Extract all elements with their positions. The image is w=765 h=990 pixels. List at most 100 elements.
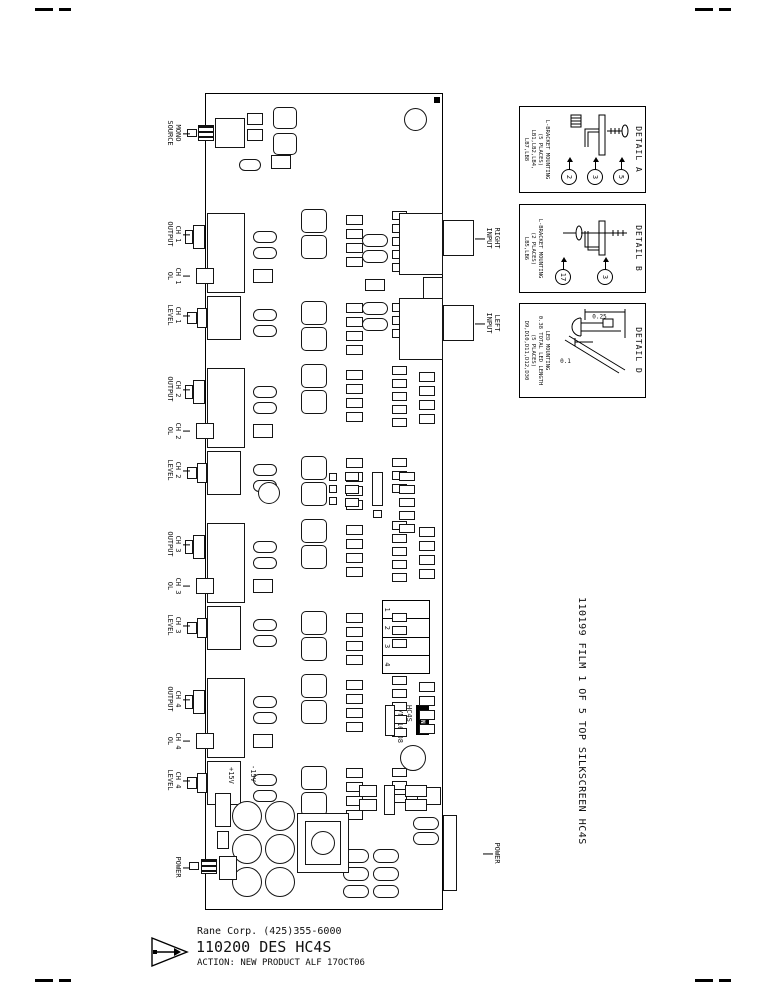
capacitor-pill: [253, 231, 277, 243]
capacitor-pill: [373, 849, 399, 863]
component-outline: [346, 722, 363, 732]
component-outline: [187, 777, 197, 789]
registration-mark: [695, 979, 713, 982]
component-outline: [329, 473, 337, 481]
component-outline: [217, 831, 229, 849]
registration-mark: [35, 8, 53, 11]
capacitor-body: [301, 209, 327, 233]
callout-3: 3: [597, 269, 613, 285]
pcb-silkscreen-drawing: 1 2 3 4 RANE HC4S P/N 16608 MONOSOURCECH…: [166, 93, 501, 910]
component-outline: [419, 696, 435, 706]
detail-b-title: DETAIL B: [634, 225, 643, 272]
component-outline: [207, 606, 241, 650]
capacitor-body: [301, 327, 327, 351]
component-outline: [392, 534, 407, 543]
rane-triangle-logo: [150, 936, 190, 972]
capacitor-pill: [413, 832, 439, 845]
component-outline: [373, 510, 382, 518]
component-outline: [405, 799, 427, 811]
detail-text-line: LB7,LB8: [523, 137, 529, 162]
capacitor-pill: [343, 885, 369, 898]
component-outline: [346, 627, 363, 637]
capacitor-body: [301, 611, 327, 635]
detail-text-line: LB1,LB2,LB4,: [530, 129, 536, 170]
capacitor-body: [301, 301, 327, 325]
component-outline: [346, 641, 363, 651]
capacitor-body: [301, 674, 327, 698]
component-outline: [392, 676, 407, 685]
capacitor-pill: [239, 159, 261, 171]
callout-5: 5: [613, 169, 629, 185]
capacitor-body: [301, 766, 327, 790]
detail-b-box: DETAIL B 3 17 L-BRACKET MOUNTING(2 PLACE…: [519, 204, 646, 293]
component-outline: [399, 472, 415, 481]
component-outline: [346, 303, 363, 313]
component-outline: [365, 279, 385, 291]
capacitor-body: [301, 364, 327, 388]
fiducial-mark: [434, 97, 440, 103]
coil-symbol: [201, 859, 217, 874]
capacitor-pill: [373, 867, 399, 881]
component-outline: [392, 613, 407, 622]
component-outline: [372, 472, 383, 506]
dimension-025: 0.25: [592, 313, 607, 321]
component-outline: [346, 768, 363, 778]
component-outline: [346, 613, 363, 623]
component-outline: [346, 567, 363, 577]
component-outline: [197, 463, 207, 483]
component-outline: [392, 405, 407, 414]
component-outline: [346, 655, 363, 665]
component-outline: [329, 485, 337, 493]
component-outline: [207, 451, 241, 495]
component-outline: [187, 467, 197, 479]
component-outline: [346, 694, 363, 704]
component-outline: [419, 724, 435, 734]
component-outline: [399, 213, 443, 275]
component-outline: [346, 243, 363, 253]
hole-or-cap-circle: [404, 108, 427, 131]
capacitor-body: [301, 456, 327, 480]
component-outline: [346, 539, 363, 549]
component-outline: [271, 155, 291, 169]
led-mounting-drawing: [564, 309, 626, 374]
component-outline: [345, 485, 359, 494]
component-outline: [346, 525, 363, 535]
component-outline: [215, 118, 245, 148]
pcb-components: 1 2 3 4 RANE HC4S P/N 16608 MONOSOURCECH…: [166, 93, 501, 910]
capacitor-body: [273, 107, 297, 129]
component-outline: [423, 277, 443, 299]
component-outline: [443, 305, 474, 341]
component-outline: [419, 682, 435, 692]
capacitor-body: [301, 700, 327, 724]
component-outline: [346, 229, 363, 239]
detail-text-line: L-BRACKET MOUNTING: [537, 218, 543, 279]
component-outline: [392, 458, 407, 467]
component-outline: [392, 392, 407, 401]
hole-or-cap-circle: [265, 834, 295, 864]
component-outline: [189, 862, 199, 870]
component-outline: [219, 856, 237, 880]
l-bracket-drawing: [570, 114, 629, 156]
company-line: Rane Corp. (425)355-6000: [197, 926, 342, 937]
component-outline: [346, 384, 363, 394]
pin-number: 4: [383, 662, 391, 667]
capacitor-pill: [253, 712, 277, 724]
registration-mark: [59, 8, 71, 11]
hole-or-cap-circle: [258, 482, 280, 504]
component-outline: [419, 386, 435, 396]
capacitor-pill: [362, 234, 388, 247]
component-outline: [419, 555, 435, 565]
pin-number: 3: [383, 644, 391, 649]
document-number: 110200 DES HC4S: [196, 938, 332, 956]
component-outline: [392, 418, 407, 427]
hole-or-cap-circle: [311, 831, 335, 855]
component-outline: [359, 785, 377, 797]
capacitor-body: [301, 235, 327, 259]
